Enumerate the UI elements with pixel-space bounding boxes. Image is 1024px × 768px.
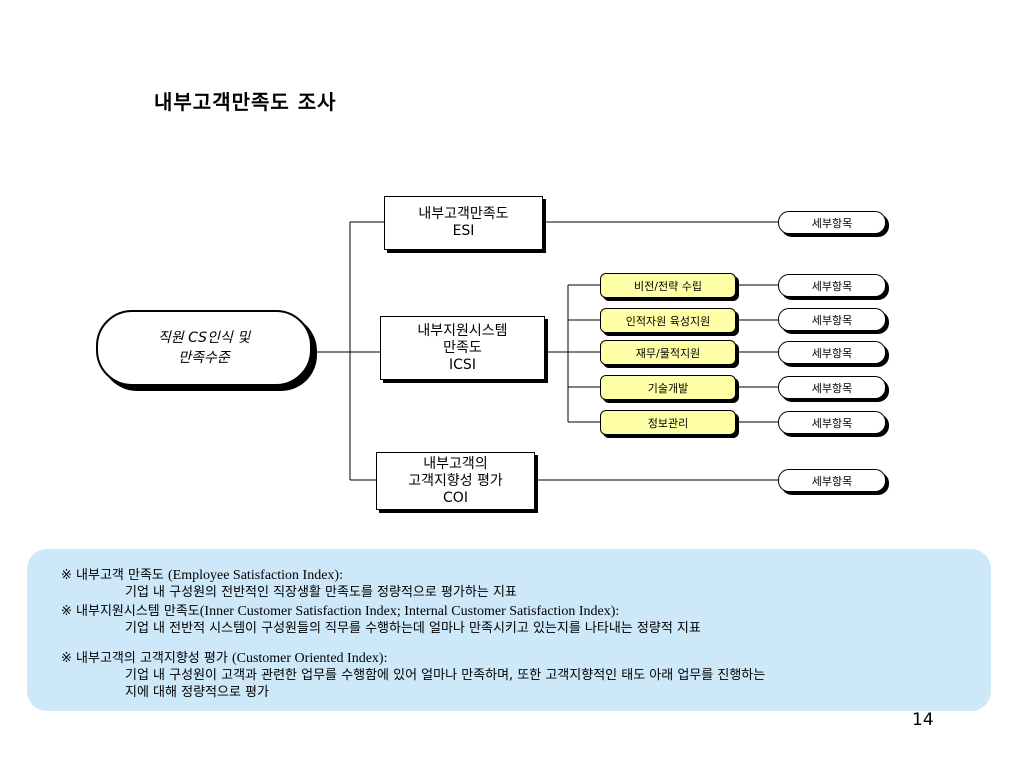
page-title: 내부고객만족도 조사	[154, 90, 337, 114]
branch-icsi-line3: ICSI	[449, 356, 476, 373]
note-esi: ※ 내부고객 만족도 (Employee Satisfaction Index)…	[61, 567, 517, 601]
branch-coi-line3: COI	[443, 489, 468, 506]
branch-esi: 내부고객만족도 ESI	[384, 196, 543, 250]
detail-tag-hr: 세부항목	[778, 308, 886, 331]
subitem-finance: 재무/물적지원	[600, 340, 736, 365]
branch-esi-line1: 내부고객만족도	[418, 206, 509, 222]
detail-tag-esi: 세부항목	[778, 211, 886, 234]
detail-tag-vision: 세부항목	[778, 274, 886, 297]
subitem-vision: 비전/전략 수립	[600, 273, 736, 298]
detail-tag-finance: 세부항목	[778, 341, 886, 364]
detail-tag-tech: 세부항목	[778, 376, 886, 399]
note-coi-english: (Customer Oriented Index):	[231, 651, 388, 666]
branch-icsi-line1: 내부지원시스템	[417, 322, 508, 339]
note-esi-english: (Employee Satisfaction Index):	[168, 568, 343, 583]
note-icsi-english: (Inner Customer Satisfaction Index; Inte…	[199, 604, 620, 619]
subitem-tech: 기술개발	[600, 375, 736, 400]
page-number: 14	[912, 710, 934, 730]
detail-tag-coi: 세부항목	[778, 469, 886, 492]
notes-panel: ※ 내부고객 만족도 (Employee Satisfaction Index)…	[27, 549, 991, 711]
branch-icsi-line2: 만족도	[443, 339, 482, 356]
subitem-info: 정보관리	[600, 410, 736, 435]
note-coi-desc2: 지에 대해 정량적으로 평가	[125, 685, 269, 700]
note-icsi-desc: 기업 내 전반적 시스템이 구성원들의 직무를 수행하는데 얼마나 만족시키고 …	[125, 621, 701, 636]
root-line2: 만족수준	[178, 350, 230, 366]
branch-coi: 내부고객의 고객지향성 평가 COI	[376, 452, 535, 510]
note-icsi: ※ 내부지원시스템 만족도(Inner Customer Satisfactio…	[61, 603, 701, 637]
branch-icsi: 내부지원시스템 만족도 ICSI	[380, 316, 545, 380]
root-node: 직원 CS인식 및 만족수준	[96, 310, 312, 386]
subitem-hr: 인적자원 육성지원	[600, 308, 736, 333]
note-esi-desc: 기업 내 구성원의 전반적인 직장생활 만족도를 정량적으로 평가하는 지표	[125, 585, 517, 600]
note-icsi-mark: ※ 내부지원시스템 만족도	[61, 604, 200, 619]
note-coi: ※ 내부고객의 고객지향성 평가 (Customer Oriented Inde…	[61, 650, 765, 701]
note-coi-desc: 기업 내 구성원이 고객과 관련한 업무를 수행함에 있어 얼마나 만족하며, …	[125, 668, 766, 683]
branch-esi-line2: ESI	[452, 223, 475, 239]
branch-coi-line2: 고객지향성 평가	[408, 472, 503, 489]
branch-coi-line1: 내부고객의	[423, 455, 488, 472]
note-esi-mark: ※ 내부고객 만족도	[61, 568, 169, 583]
root-line1: 직원 CS인식 및	[157, 330, 251, 346]
detail-tag-info: 세부항목	[778, 411, 886, 434]
note-coi-mark: ※ 내부고객의 고객지향성 평가	[61, 651, 232, 666]
